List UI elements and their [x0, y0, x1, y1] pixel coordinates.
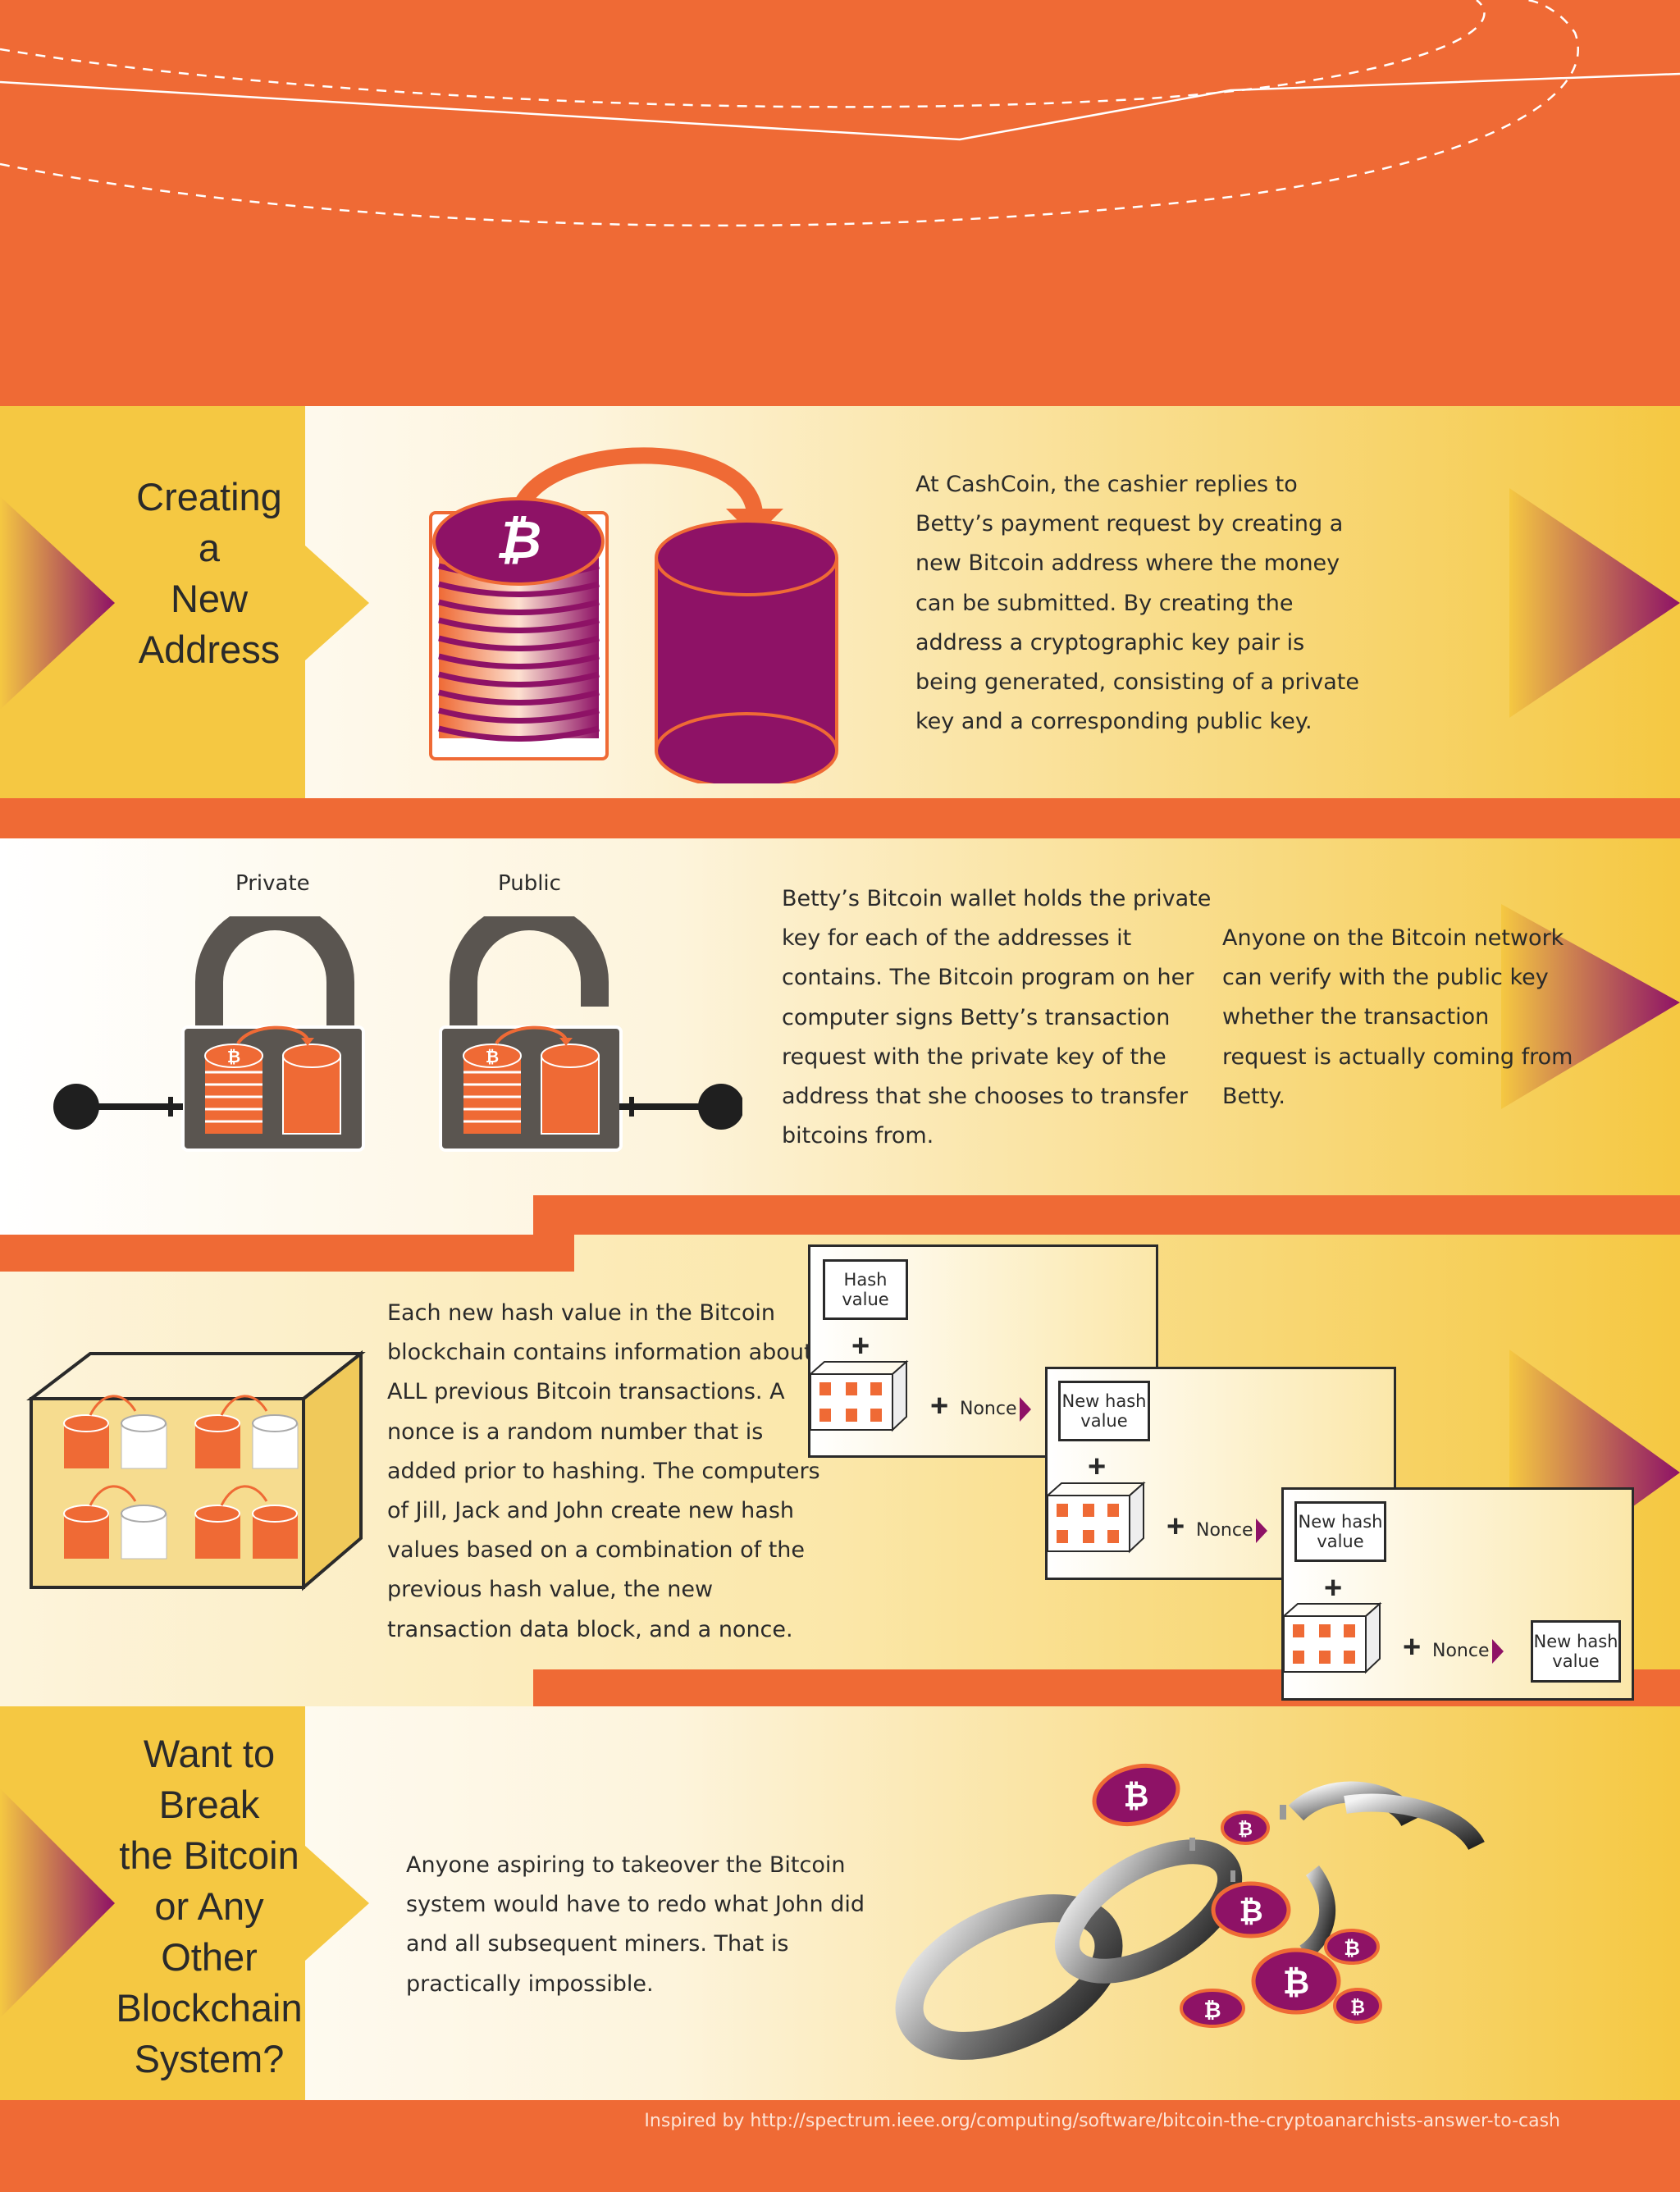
nonce-label-2: Nonce	[1196, 1520, 1253, 1541]
panel2-body-left: Betty’s Bitcoin wallet holds the private…	[782, 886, 1212, 1149]
panel-new-address: Creating a New Address	[0, 406, 1680, 798]
public-label: Public	[498, 871, 561, 896]
triangle-arrow-1	[1020, 1397, 1031, 1422]
panel4-body: Anyone aspiring to takeover the Bitcoin …	[406, 1852, 865, 1997]
panel-hash: Each new hash value in the Bitcoin block…	[0, 1235, 1680, 1706]
header-decoration	[0, 0, 1680, 406]
source-credit: Inspired by http://spectrum.ieee.org/com…	[644, 2111, 1560, 2131]
triangle-arrow-3	[1492, 1639, 1504, 1664]
private-label: Private	[235, 871, 310, 896]
plus-sign-5: +	[1166, 1509, 1185, 1544]
panel2-body-right: Anyone on the Bitcoin network can verify…	[1222, 925, 1573, 1109]
data-block-cube-icon	[26, 1349, 366, 1591]
plus-sign-6: +	[1403, 1630, 1422, 1665]
plus-sign-2: +	[1088, 1450, 1107, 1484]
panel4-heading: Want to Break the Bitcoin or Any Other B…	[116, 1732, 303, 2080]
svg-text:₿: ₿	[1124, 1778, 1149, 1814]
small-cube-icon-1	[808, 1359, 909, 1432]
svg-text:₿: ₿	[227, 1047, 240, 1066]
small-cube-icon-2	[1045, 1481, 1146, 1554]
small-cube-icon-3	[1281, 1601, 1382, 1674]
svg-text:₿: ₿	[1283, 1964, 1310, 2002]
panel-break-blockchain: ₿ ₿ ₿ ₿ ₿ ₿ ₿ Want to Break the Bitcoin …	[0, 1706, 1680, 2100]
result-hash-value-box: New hash value	[1531, 1620, 1621, 1683]
panel-keys: Private Public ₿	[0, 838, 1680, 1235]
broken-chain-icon	[895, 1781, 1485, 2060]
closed-padlock-icon: ₿	[181, 916, 365, 1152]
svg-text:₿: ₿	[1239, 1895, 1262, 1929]
hash-value-box-1: Hash value	[823, 1259, 908, 1320]
svg-text:₿: ₿	[1350, 1998, 1365, 2018]
panel3-body: Each new hash value in the Bitcoin block…	[387, 1300, 820, 1642]
coin-stack-icon: ₿	[429, 447, 838, 783]
svg-text:₿: ₿	[486, 1047, 499, 1066]
hash-chain-graphics	[808, 1359, 1504, 1674]
key-icon	[53, 1084, 183, 1130]
empty-cylinder-icon	[655, 519, 838, 783]
svg-text:₿: ₿	[1238, 1820, 1253, 1840]
hash-value-box-2: New hash value	[1058, 1381, 1150, 1441]
bitcoin-coin-icon: ₿ ₿ ₿ ₿ ₿ ₿ ₿	[1092, 1764, 1382, 2028]
nonce-label-1: Nonce	[960, 1399, 1017, 1419]
triangle-arrow-2	[1256, 1518, 1267, 1543]
hash-value-box-3: New hash value	[1294, 1501, 1386, 1562]
plus-sign-4: +	[930, 1389, 949, 1423]
panel4-background: ₿ ₿ ₿ ₿ ₿ ₿ ₿	[0, 1706, 1680, 2100]
svg-text:₿: ₿	[1203, 1998, 1221, 2023]
panel1-background	[0, 406, 1680, 798]
plus-sign-1: +	[851, 1329, 870, 1363]
padlocks-illustration: ₿ ₿	[53, 916, 742, 1152]
panel1-heading: Creating a New Address	[136, 475, 282, 671]
panel1-body: At CashCoin, the cashier replies to Bett…	[915, 472, 1359, 735]
plus-sign-3: +	[1324, 1571, 1343, 1605]
nonce-label-3: Nonce	[1432, 1641, 1490, 1661]
svg-text:₿: ₿	[495, 510, 541, 571]
open-padlock-icon: ₿	[439, 916, 742, 1152]
svg-text:₿: ₿	[1344, 1937, 1360, 1960]
